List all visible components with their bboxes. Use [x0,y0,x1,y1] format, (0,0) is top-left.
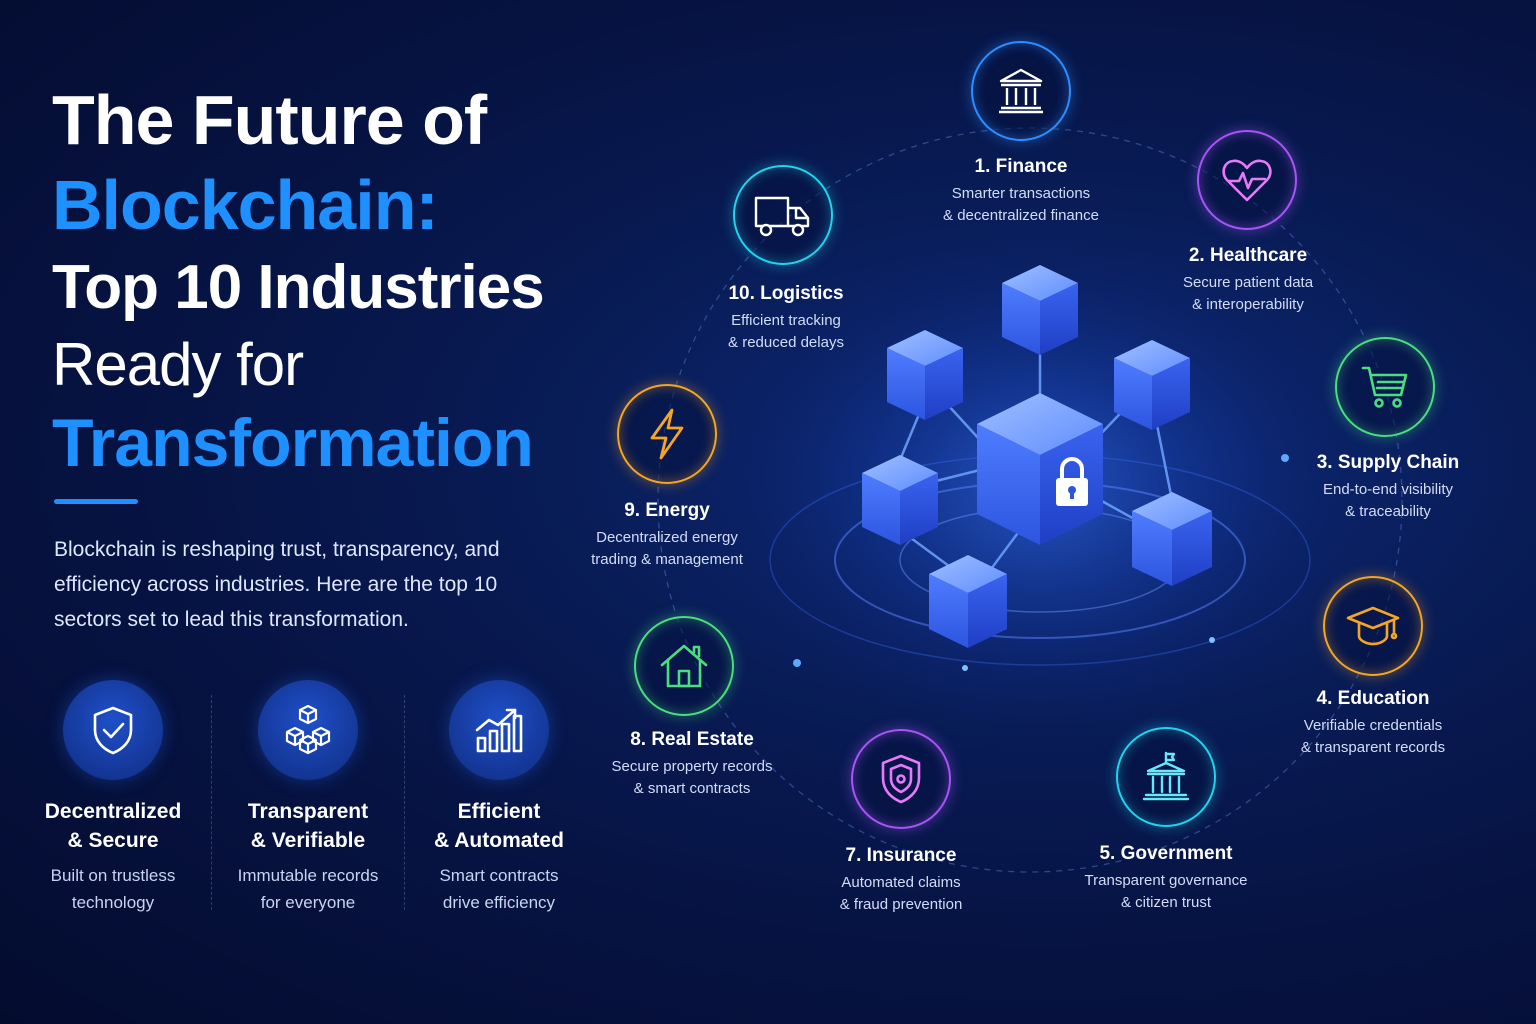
industry-title: 10. Logistics [728,283,844,304]
industry-desc-2: & citizen trust [1120,894,1212,911]
growth-chart-icon [449,680,549,780]
graduation-cap-icon [1323,576,1423,676]
cubes-network-icon [258,680,358,780]
industry-desc-2: & reduced delays [728,334,844,351]
feature-title-1: Efficient [457,800,541,823]
industry-desc-1: Secure property records [611,758,773,775]
industry-desc-1: Smarter transactions [951,185,1091,202]
truck-icon [733,165,833,265]
feature-efficient: Efficient & Automated Smart contracts driv… [404,680,594,916]
feature-sub-1: Smart contracts [439,866,559,885]
industry-title: 9. Energy [624,500,710,521]
title-accent-bar [54,499,138,504]
industry-finance: 1. Finance Smarter transactions & decentr… [943,41,1099,224]
cube-top [1002,265,1078,355]
industry-title: 3. Supply Chain [1316,452,1460,473]
industry-title: 4. Education [1316,688,1430,709]
industry-desc-2: & traceability [1345,503,1431,520]
cube-right-lower [1132,492,1212,586]
feature-title-1: Transparent [247,800,369,823]
page-title: The Future of Blockchain: Top 10 Industr… [52,78,545,484]
feature-transparent: Transparent & Verifiable Immutable record… [213,680,403,916]
feature-sub-1: Built on trustless [50,866,176,885]
industry-desc-2: & interoperability [1192,296,1304,313]
industry-insurance: 7. Insurance Automated claims & fraud pre… [840,729,962,913]
industry-title: 2. Healthcare [1188,245,1308,266]
title-line-1: The Future of [52,81,487,159]
title-line-4: Ready for [52,331,304,398]
bank-icon [971,41,1071,141]
feature-divider [404,695,405,910]
industry-desc-1: Verifiable credentials [1303,717,1443,734]
title-line-2: Blockchain: [52,166,439,244]
feature-title-2: & Automated [434,829,564,852]
industry-energy: 9. Energy Decentralized energy trading & … [591,384,743,568]
shield-check-icon [63,680,163,780]
industry-healthcare: 2. Healthcare Secure patient data & inter… [1183,130,1313,313]
house-icon [634,616,734,716]
shield-icon [851,729,951,829]
industry-real-estate: 8. Real Estate Secure property records & … [612,616,772,797]
industry-logistics: 10. Logistics Efficient tracking & reduce… [728,165,844,351]
industry-supply-chain: 3. Supply Chain End-to-end visibility & t… [1317,337,1459,520]
cube-left-upper [887,330,963,420]
feature-title-1: Decentralized [44,800,182,823]
feature-decentralized: Decentralized & Secure Built on trustless… [18,680,208,916]
feature-divider [211,695,212,910]
title-line-3: Top 10 Industries [52,253,545,322]
feature-sub-1: Immutable records [237,866,379,885]
padlock-icon [1056,457,1088,506]
shopping-cart-icon [1335,337,1435,437]
industry-desc-2: & fraud prevention [839,896,963,913]
industry-desc-1: Decentralized energy [596,529,738,546]
industry-desc-2: & smart contracts [633,780,751,797]
intro-text: Blockchain is reshaping trust, transpare… [54,538,500,631]
industry-education: 4. Education Verifiable credentials & tra… [1301,576,1445,756]
cube-center [977,393,1103,545]
feature-sub-2: drive efficiency [442,893,556,912]
lightning-icon [617,384,717,484]
feature-sub-2: technology [71,893,155,912]
industry-title: 1. Finance [974,156,1068,177]
feature-sub-2: for everyone [260,893,356,912]
industry-desc-1: End-to-end visibility [1322,481,1454,498]
industry-desc-2: & transparent records [1300,739,1446,756]
industry-government: 5. Government Transparent governance & ci… [1085,727,1247,911]
industry-desc-2: trading & management [591,551,743,568]
industry-title: 8. Real Estate [630,729,754,750]
industry-desc-1: Secure patient data [1182,274,1314,291]
heart-pulse-icon [1197,130,1297,230]
industry-desc-1: Transparent governance [1084,872,1248,889]
industry-title: 7. Insurance [845,845,957,866]
cube-left-middle [862,455,938,545]
feature-title-2: & Secure [67,829,159,852]
feature-title-2: & Verifiable [250,829,366,852]
industry-desc-1: Automated claims [841,874,961,891]
cube-right-upper [1114,340,1190,430]
industry-title: 5. Government [1099,843,1233,864]
title-line-5: Transformation [52,405,534,481]
cube-bottom [929,555,1007,648]
government-building-icon [1116,727,1216,827]
industry-desc-2: & decentralized finance [943,207,1099,224]
industry-desc-1: Efficient tracking [731,312,841,329]
